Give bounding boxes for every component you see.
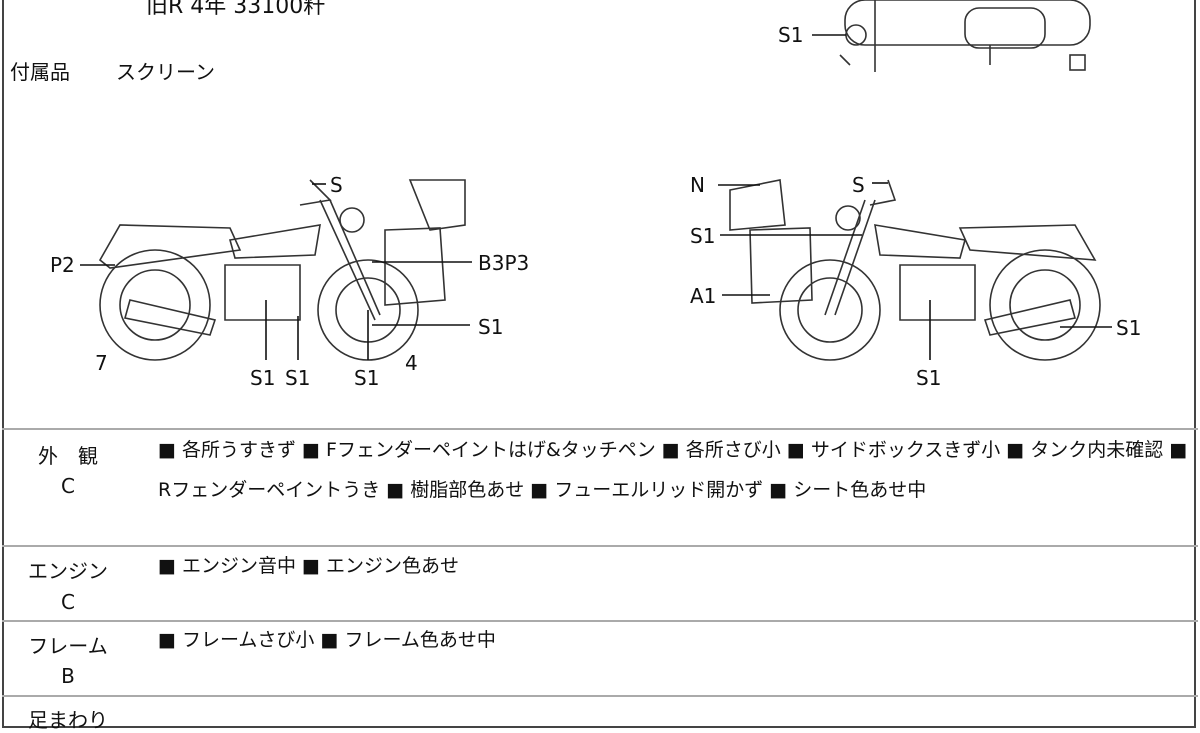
right-s1-bottom-label: S1 (916, 366, 941, 390)
section-engine-grade: C (61, 590, 75, 614)
left-s1-front-label: S1 (478, 315, 503, 339)
section-engine-notes: ■ エンジン音中 ■ エンジン色あせ (158, 555, 460, 577)
left-view-bike (98, 179, 466, 361)
left-s-label: S (330, 173, 343, 197)
left-7-label: 7 (95, 351, 108, 375)
section-exterior-notes: ■ 各所うすきず ■ Fフェンダーペイントはげ&タッチペン ■ 各所さび小 ■ … (158, 439, 1188, 501)
section-exterior-grade: C (61, 474, 75, 498)
section-suspension-name: 足まわり (28, 708, 108, 732)
section-engine-name: エンジン (28, 559, 108, 583)
left-b3p3-label: B3P3 (478, 251, 529, 275)
section-frame-name: フレーム (28, 634, 108, 658)
left-s1b-label: S1 (285, 366, 310, 390)
accessories-value: スクリーン (116, 60, 215, 84)
divider (2, 545, 1198, 547)
left-4-label: 4 (405, 351, 418, 375)
section-frame-notes: ■ フレームさび小 ■ フレーム色あせ中 (158, 629, 496, 651)
right-s-label: S (852, 173, 865, 197)
left-p2-label: P2 (50, 253, 75, 277)
accessories-label: 付属品 (10, 60, 70, 84)
top-s1-label: S1 (778, 23, 803, 47)
section-exterior-name: 外 観 (38, 444, 98, 468)
right-s1-top-label: S1 (690, 224, 715, 248)
left-s1a-label: S1 (250, 366, 275, 390)
top-view-bike (812, 0, 1091, 72)
right-n-label: N (690, 173, 705, 197)
registration-line: 旧R 4年 33100粁 (146, 0, 326, 19)
right-view-bike (729, 179, 1101, 361)
right-s1-rear-label: S1 (1116, 316, 1141, 340)
divider (2, 428, 1198, 430)
divider (2, 695, 1198, 697)
section-frame-grade: B (61, 664, 75, 688)
left-s1c-label: S1 (354, 366, 379, 390)
divider (2, 620, 1198, 622)
damage-diagram: S1 S P2 B3P3 S1 7 S1 S1 S1 4 N S S1 A1 S… (50, 0, 1141, 390)
right-a1-label: A1 (690, 284, 716, 308)
